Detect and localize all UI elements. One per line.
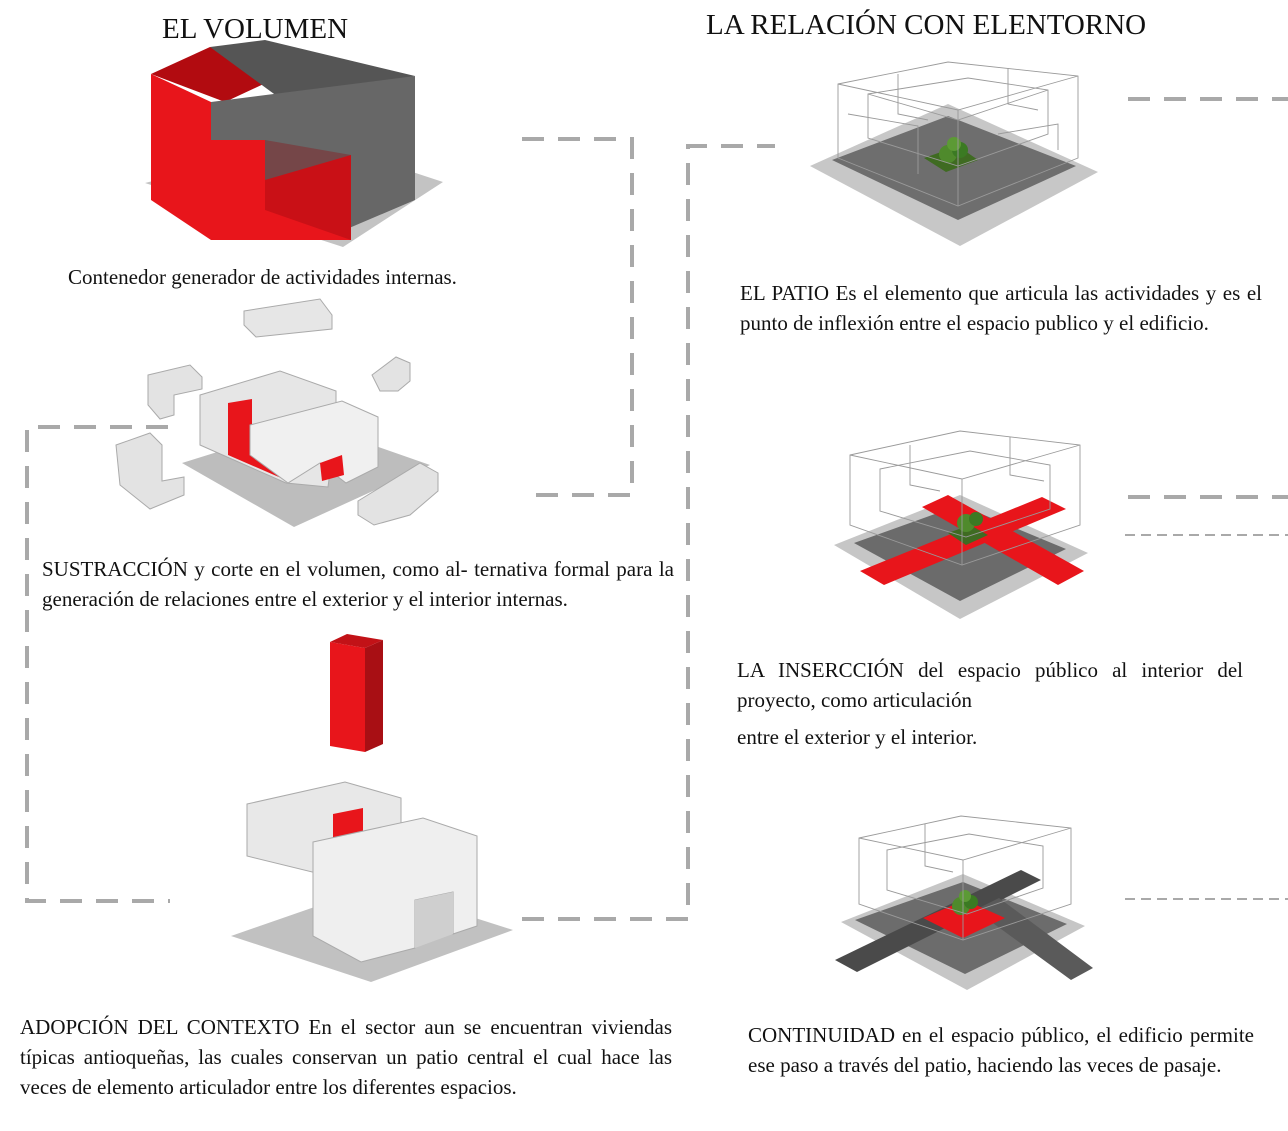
patio-illustration [810, 61, 1098, 246]
caption-contenedor: Contenedor generador de actividades inte… [68, 265, 457, 289]
continuity-wireframe-volumes [858, 815, 1072, 941]
caption-sustraccion: SUSTRACCIÓN y corte en el volumen, como … [42, 557, 674, 611]
red-tower-front [330, 642, 365, 752]
caption-adopcion: ADOPCIÓN DEL CONTEXTO En el sector aun s… [20, 1015, 672, 1099]
volume-top-gray [210, 40, 415, 102]
insertion-wireframe-volumes [849, 430, 1081, 566]
title-relacion-entorno: LA RELACIÓN CON ELENTORNO [706, 9, 1147, 41]
volume-notch-shadow [265, 140, 351, 240]
caption-continuidad: CONTINUIDAD en el espacio público, el ed… [748, 1023, 1254, 1077]
red-tower-top [330, 634, 383, 648]
caption-insercion-cont: entre el exterior y el interior. [737, 725, 978, 749]
volume-front-red [151, 74, 211, 240]
floating-piece-top [243, 298, 333, 338]
subtraction-red-inner [320, 455, 344, 481]
red-tower-side [365, 640, 383, 752]
insertion-green-court [948, 525, 988, 545]
context-illustration [231, 634, 513, 982]
connector-volume-to-subtraction [522, 137, 634, 497]
title-el-volumen: EL VOLUMEN [162, 13, 349, 45]
connector-context-to-patio [522, 144, 775, 921]
continuity-illustration [835, 815, 1093, 990]
patio-wireframe-volumes [837, 61, 1079, 207]
floating-piece-left [147, 364, 203, 420]
caption-insercion: LA INSERCCIÓN del espacio público al int… [737, 658, 1243, 712]
insertion-illustration [834, 430, 1088, 619]
floating-piece-bottom-right [357, 462, 439, 526]
floating-piece-bottom-left [115, 432, 185, 510]
continuity-path-b [975, 898, 1093, 980]
patio-tree-icon [939, 137, 968, 163]
connector-left-loop [25, 425, 170, 903]
insertion-tree-icon [957, 512, 983, 532]
volume-red-notch [211, 140, 351, 240]
subtraction-block-right [249, 400, 379, 484]
volume-block-illustration [145, 40, 443, 247]
subtraction-illustration [115, 298, 439, 527]
volume-top-red [151, 47, 285, 102]
context-block-shade [415, 892, 453, 948]
subtraction-red-cut [228, 399, 288, 481]
continuity-red-patio [923, 900, 1005, 938]
caption-patio: EL PATIO Es el elemento que articula las… [740, 281, 1262, 335]
floating-piece-right [371, 356, 411, 392]
